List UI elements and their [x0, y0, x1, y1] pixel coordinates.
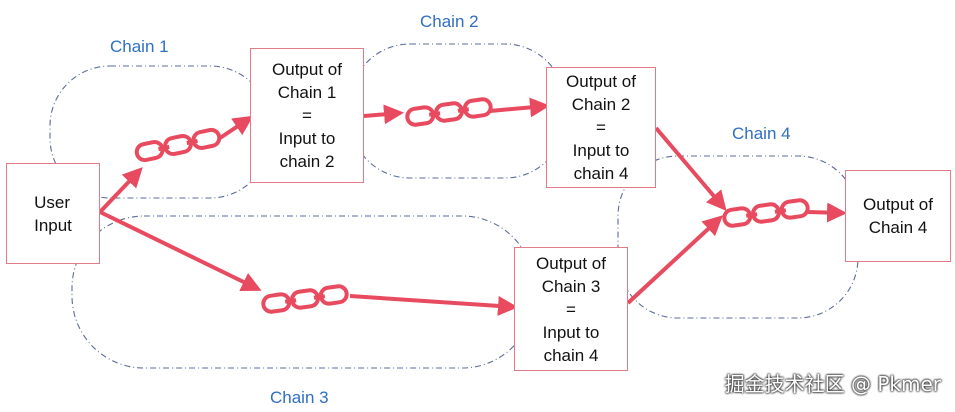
output-chain4-text: Output of Chain 4 — [863, 195, 933, 237]
chain-links-icon-chain1 — [134, 127, 222, 163]
chain-links-icon-chain3 — [261, 284, 349, 314]
arrow-chain2-links-to-output2 — [489, 97, 550, 118]
chain1-label: Chain 1 — [110, 37, 169, 56]
arrow-chain4-links-to-output4 — [807, 202, 847, 223]
arrow-chain1-links-to-output1 — [218, 115, 254, 140]
watermark: 掘金技术社区 @ Pkmer — [724, 372, 941, 396]
output-chain3-text: Output of Chain 3 = Input to chain 4 — [536, 253, 606, 365]
arrow-chain3-links-to-output3 — [349, 294, 518, 316]
arrow-output1-to-chain2-links — [363, 104, 404, 125]
arrow-user-to-chain3-links — [99, 210, 262, 291]
chain-links-icon-chain2 — [405, 97, 493, 127]
chain4-label: Chain 4 — [732, 124, 791, 143]
output-chain1-box: Output of Chain 1 = Input to chain 2 — [250, 48, 364, 183]
output-chain1-text: Output of Chain 1 = Input to chain 2 — [272, 60, 342, 171]
chain-links-icon-chain4 — [722, 198, 810, 228]
output-chain3-box: Output of Chain 3 = Input to chain 4 — [514, 247, 628, 371]
user-input-text: User Input — [34, 192, 72, 235]
chain3-label: Chain 3 — [270, 388, 329, 407]
arrow-user-to-chain1-links — [98, 167, 143, 214]
user-input-box: User Input — [6, 163, 100, 264]
arrow-output3-to-chain4-links — [626, 215, 723, 305]
output-chain2-box: Output of Chain 2 = Input to chain 4 — [546, 67, 656, 188]
output-chain2-text: Output of Chain 2 = Input to chain 4 — [566, 72, 636, 183]
chain2-label: Chain 2 — [420, 12, 479, 31]
arrow-output2-to-chain4-links — [654, 126, 727, 212]
chain2-outline — [349, 43, 566, 179]
output-chain4-box: Output of Chain 4 — [845, 170, 951, 262]
